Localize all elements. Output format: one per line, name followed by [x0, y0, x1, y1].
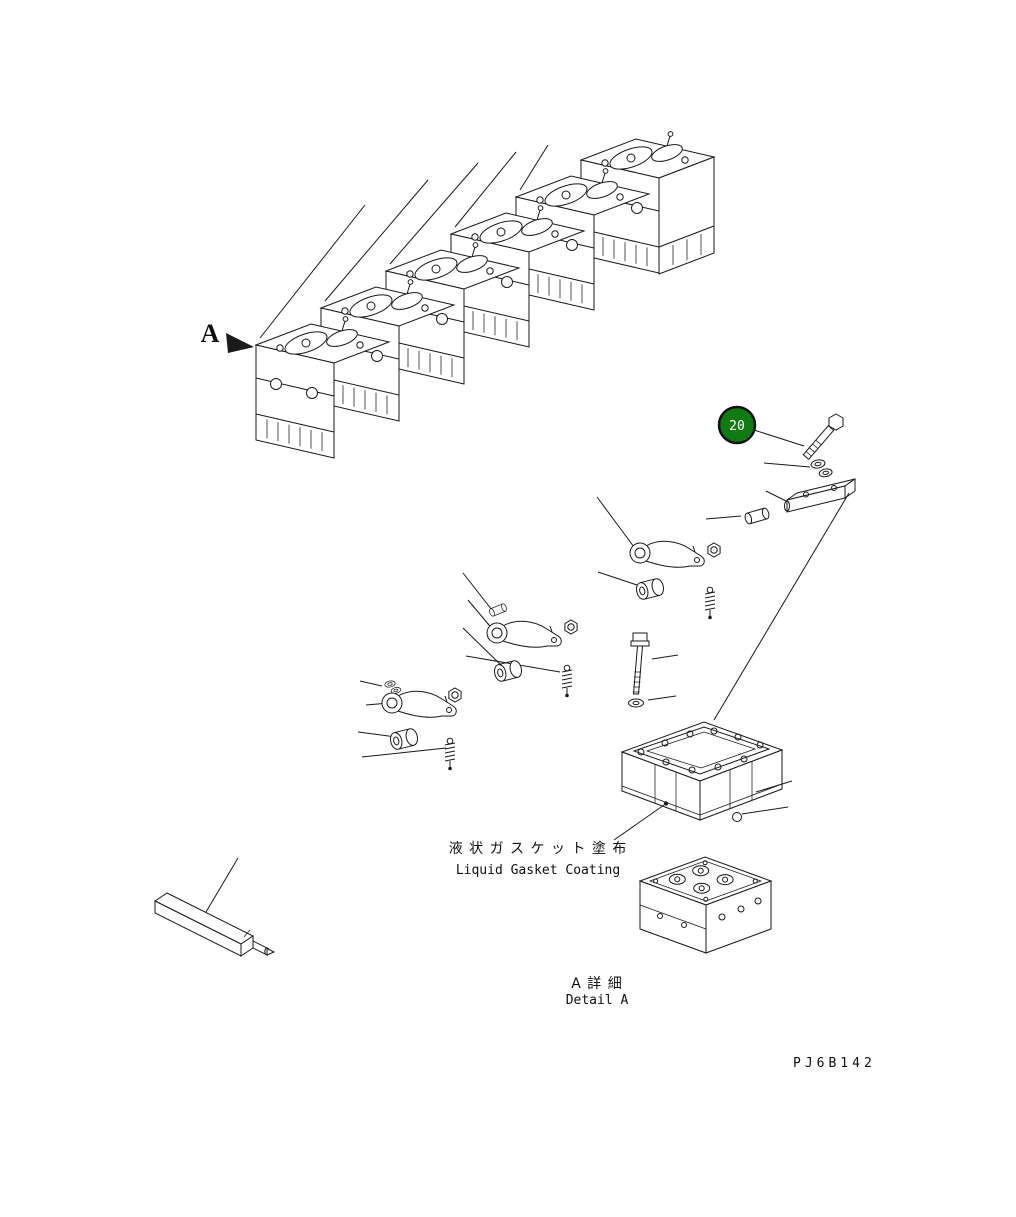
housing-plug	[732, 806, 789, 822]
detail-caption-japanese: A 詳 細	[571, 976, 622, 992]
head-row-leader-lines	[259, 144, 549, 339]
gasket-coating-note: 液 状 ガ ス ケ ッ ト 塗 布 Liquid Gasket Coating	[449, 801, 669, 878]
cylinder-head-row	[255, 131, 715, 459]
gasket-note-english: Liquid Gasket Coating	[456, 863, 620, 878]
mounting-bolt	[802, 413, 844, 461]
detail-a-caption: A 詳 細 Detail A	[566, 976, 629, 1008]
callout-balloon	[717, 405, 757, 445]
detail-caption-english: Detail A	[566, 993, 629, 1008]
rocker-arm-assembly-2	[462, 572, 578, 698]
housing-bolt	[628, 632, 679, 708]
crosshead-bar-part	[154, 857, 276, 957]
rocker-housing	[620, 721, 793, 821]
bolt-washers	[763, 457, 834, 480]
callout-number: 20	[729, 419, 745, 434]
drawing-code: PJ6B142	[793, 1056, 876, 1071]
cylinder-head-detail-a	[638, 856, 773, 954]
view-direction-arrow-icon	[226, 333, 254, 353]
view-direction-marker: A	[201, 319, 254, 353]
view-label-a: A	[201, 319, 220, 348]
rocker-arm-assembly-1	[596, 496, 721, 620]
cylinder-head-6-end-face	[658, 156, 715, 275]
rocker-arm-assembly-3	[357, 678, 462, 771]
rocker-shaft	[765, 478, 856, 513]
rocker-shaft-pin	[705, 506, 771, 526]
part-callout-20[interactable]: 20	[717, 405, 805, 447]
assembly-leader-line	[713, 492, 850, 721]
gasket-note-japanese: 液 状 ガ ス ケ ッ ト 塗 布	[449, 840, 628, 857]
